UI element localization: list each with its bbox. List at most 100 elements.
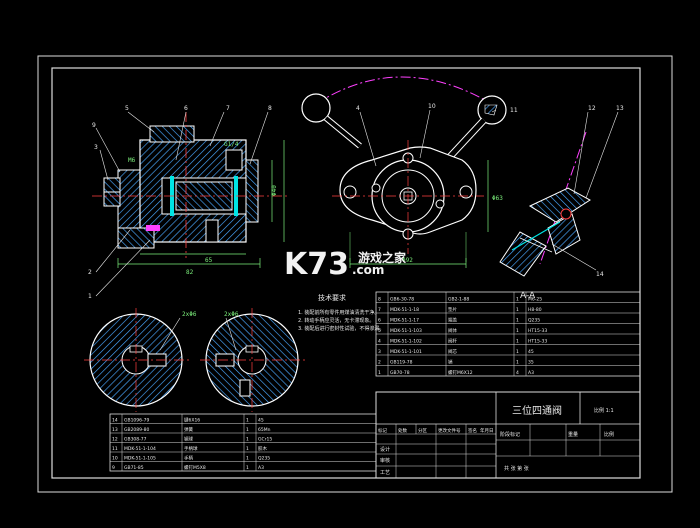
bom-lower-cell: 1 [246,427,249,433]
bom-upper-cell: 4 [516,370,519,376]
bom-upper-cell: 垫片 [448,306,457,313]
front-section-view: 65 82 Φ40 M6 G1/4 [92,112,290,276]
bom-upper-cell: 7 [378,307,381,313]
bom-upper-cell: GB119-78 [390,360,413,366]
dim-65: 65 [205,257,213,264]
bom-upper-cell: MDK-51-1-103 [390,328,422,334]
tech-note-1: 1. 装配前所有零件用煤油清洗干净。 [298,309,379,316]
handle-swing-arc [315,76,493,105]
bom-upper-cell: MDK-51-1-17 [390,318,419,324]
bom-upper-cell: 3 [378,349,381,355]
bom-upper-cell: A3 [528,370,534,376]
bom-upper-cell: 5 [378,328,381,334]
bom-upper-cell: 螺钉M6X12 [448,369,473,376]
dim-m6: M6 [128,157,136,164]
balloon-11: 11 [510,107,518,114]
bom-upper-cell: 1 [516,318,519,324]
bom-upper-cell: 45 [528,349,534,355]
bom-lower-cell: 手柄球 [184,445,198,452]
sign-row-design: 设计 [380,446,390,453]
bom-upper-cell: 端盖 [448,317,457,324]
bom-lower-cell: 手柄 [184,455,193,462]
bom-upper-cell: 8 [378,297,381,303]
bom-upper-cell: 1 [378,370,381,376]
tech-note-3: 3. 装配后进行密封性试验，不得渗漏。 [298,325,384,332]
hdr-col-0: 标记 [378,427,387,434]
watermark-site: .com [352,263,384,277]
tech-notes-title: 技术要求 [318,293,346,302]
bom-lower-cell: A3 [258,465,264,471]
detail-view [499,131,591,277]
bom-upper-cell: 6 [378,318,381,324]
balloon-8: 8 [268,105,272,112]
bom-upper-cell: HT15-33 [528,339,547,345]
drawing-name: 三位四通阀 [512,404,562,417]
bom-upper-cell: 阀体 [448,327,457,334]
bom-lower-cell: 1 [246,456,249,462]
balloon-5: 5 [125,105,129,112]
dim-phi40: Φ40 [271,185,278,196]
balloon-4: 4 [356,105,360,112]
sign-row-review: 审核 [380,457,390,464]
hdr-col-4: 签名 [468,427,477,434]
bom-upper-cell: H8-80 [528,307,542,313]
section-a-note: 2xΦ6 [182,311,197,318]
hdr-col-2: 分区 [418,427,427,434]
bom-lower-cell: Q235 [258,456,270,462]
bom-lower-cell: 1 [246,437,249,443]
label-stage: 阶段标记 [500,431,520,438]
inner-frame [51,67,641,479]
handle-ball-left [301,93,331,123]
bom-lower-cell: 14 [112,418,118,424]
bom-lower-cell: 螺钉M5X8 [184,464,206,471]
bom-upper-cell: HT15-33 [528,328,547,334]
bom-upper-cell: 销 [448,359,453,366]
bom-lower-cell: 弹簧 [184,426,193,433]
hdr-col-3: 更改文件号 [438,427,461,434]
dim-82: 82 [186,269,194,276]
bom-lower-cell: 键6X16 [184,417,200,424]
sign-row-process: 工艺 [380,470,390,476]
balloon-13: 13 [616,105,624,112]
technical-requirements: 技术要求 1. 装配前所有零件用煤油清洗干净。 2. 转动手柄应灵活，无卡滞现象… [298,293,384,332]
bom-lower-cell: 1 [246,465,249,471]
balloon-3: 3 [94,144,98,151]
label-scale: 比例 [604,431,614,438]
bom-upper-cell: MDK-51-1-102 [390,339,422,345]
top-boss [149,125,195,143]
bom-upper-cell: MDK-51-1-18 [390,307,419,313]
bom-lower-cell: GB2089-80 [124,427,150,433]
bom-upper-cell: 阀芯 [448,348,457,355]
bom-upper-cell: 1 [516,339,519,345]
bom-upper-cell: 1 [516,349,519,355]
bom-lower-cell: 10 [112,456,118,462]
bom-upper-cell: GB6-30-78 [390,297,414,303]
bom-lower-cell: 1 [246,446,249,452]
bom-upper-cell: 1 [516,297,519,303]
bom-lower-cell: 11 [112,446,118,452]
bom-lower-cell: 9 [112,465,115,471]
label-weight: 重量 [568,431,578,438]
title-block: 三位四通阀 比例 1:1 标记 处数 分区 更改文件号 签名 年月日 设计 审核… [375,391,641,479]
outer-frame [37,55,673,493]
bom-lower-cell: 钢球 [184,436,193,443]
locating-pin [146,225,160,231]
top-view: Φ92 Φ63 [301,76,507,268]
balloon-9: 9 [92,122,96,129]
hdr-col-5: 年月日 [480,427,494,434]
dim-phi63: Φ63 [492,195,503,202]
bom-lower-cell: MDK-51-1-104 [124,446,156,452]
bom-lower-cell: 13 [112,427,118,433]
bom-lower-cell: GB1096-79 [124,418,150,424]
bom-lower-cell: GCr15 [258,437,272,443]
section-b-note: 2xΦ6 [224,311,239,318]
dim-phi92: Φ92 [402,257,413,264]
bom-upper-cell: 1 [516,328,519,334]
tech-note-2: 2. 转动手柄应灵活，无卡滞现象。 [298,317,374,324]
hex-nut [103,177,121,193]
bom-lower-cell: MDK-51-1-105 [124,456,156,462]
balloon-7: 7 [226,105,230,112]
